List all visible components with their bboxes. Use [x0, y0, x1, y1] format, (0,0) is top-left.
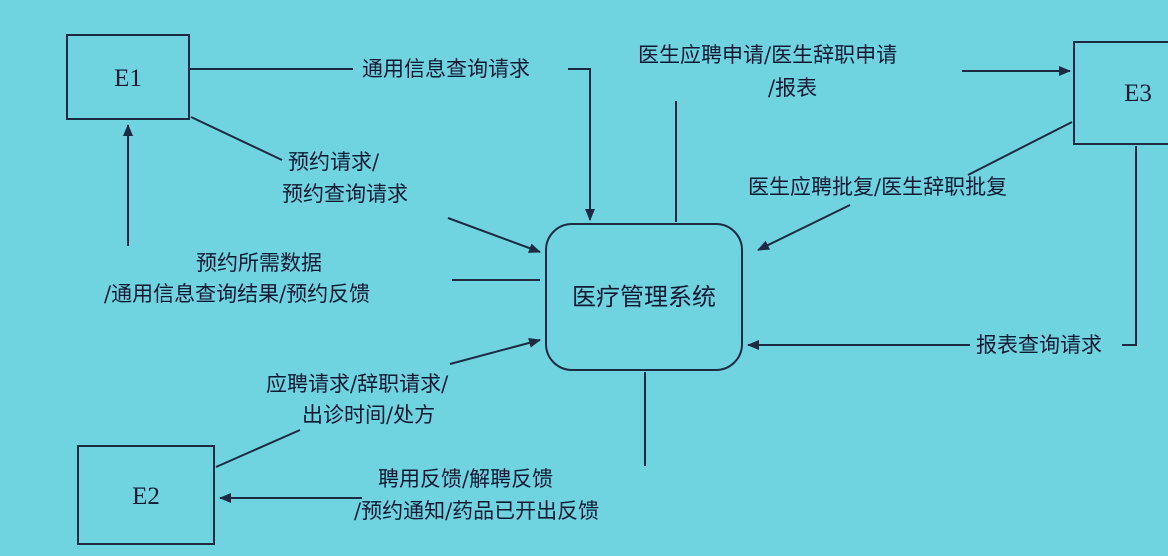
flow-label-appointment-request-2: 预约查询请求: [282, 182, 408, 206]
edge-doctor-approval: [758, 121, 1073, 250]
flow-label-hire-feedback-1: 聘用反馈/解聘反馈: [378, 467, 553, 491]
flow-label-general-query: 通用信息查询请求: [362, 57, 530, 81]
edge-hire-request: [215, 340, 540, 468]
flow-label-report-query: 报表查询请求: [976, 333, 1102, 357]
edge-report-query: [748, 146, 1137, 345]
flow-label-appointment-request-1: 预约请求/: [288, 150, 380, 174]
flow-label-hire-request-1: 应聘请求/辞职请求/: [266, 372, 449, 396]
flow-label-doctor-apply-1: 医生应聘申请/医生辞职申请: [638, 43, 897, 67]
entity-e1: E1: [66, 34, 190, 120]
edge-appointment-request: [190, 116, 540, 252]
flow-label-appointment-data-2: /通用信息查询结果/预约反馈: [104, 282, 370, 306]
edge-general-query: [189, 68, 590, 220]
entity-e3-label: E3: [1124, 80, 1152, 107]
entity-e1-label: E1: [114, 65, 142, 92]
entity-e2: E2: [77, 445, 215, 545]
flow-label-doctor-approval: 医生应聘批复/医生辞职批复: [748, 175, 1007, 199]
process-medical-management-system: 医疗管理系统: [545, 223, 743, 371]
entity-e3: E3: [1073, 41, 1168, 145]
entity-e2-label: E2: [132, 483, 160, 510]
flow-label-doctor-apply-2: /报表: [768, 76, 817, 100]
flow-label-hire-request-2: 出诊时间/处方: [302, 403, 435, 427]
process-label: 医疗管理系统: [572, 283, 716, 311]
flow-label-appointment-data-1: 预约所需数据: [196, 251, 322, 275]
flow-label-hire-feedback-2: /预约通知/药品已开出反馈: [354, 499, 599, 523]
